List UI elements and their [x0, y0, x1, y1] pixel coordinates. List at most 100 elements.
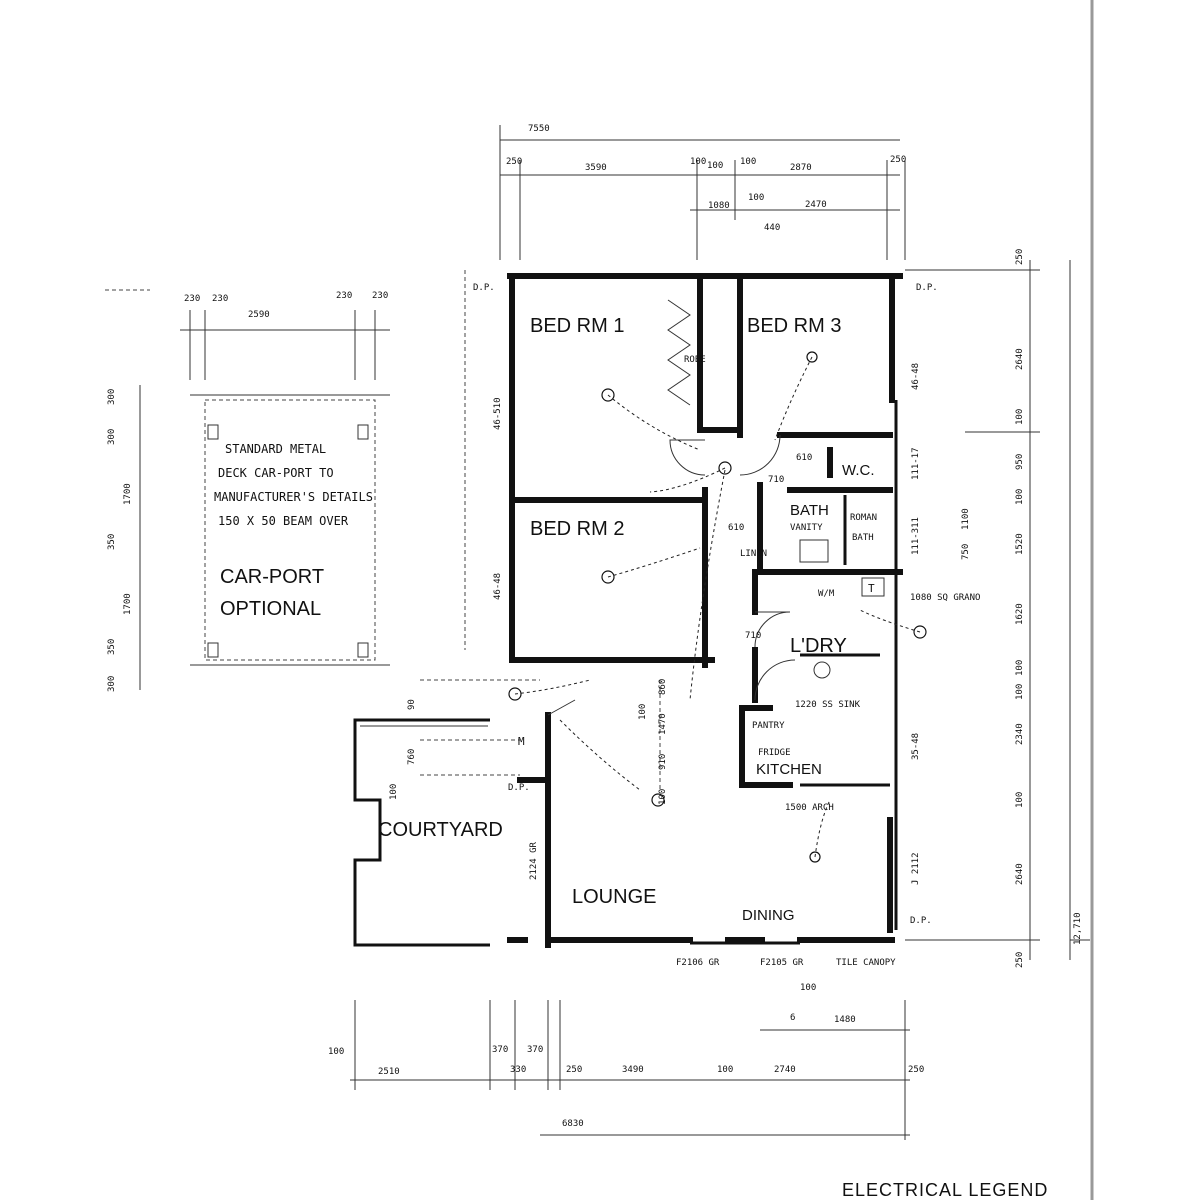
room-label-laundry: L'DRY: [790, 635, 847, 657]
dimension-value: 350: [107, 534, 117, 550]
dimension-value: 100: [1015, 792, 1025, 808]
dimension-value: 12,710: [1073, 912, 1083, 945]
room-label-kitchen: KITCHEN: [756, 761, 822, 778]
window-annotation: 111-17: [911, 447, 921, 480]
dimension-value: 2640: [1015, 863, 1025, 885]
window-annotation: 2124 GR: [529, 841, 539, 880]
grano-annotation: 1080 SQ GRANO: [910, 593, 980, 603]
window-annotation: J 2112: [911, 852, 921, 885]
laundry-tub: [861, 577, 885, 597]
dimension-value: 300: [107, 429, 117, 445]
dimension-value: 440: [764, 223, 780, 233]
dimension-value: 250: [890, 155, 906, 165]
downpipe-label: D.P.: [910, 916, 932, 926]
dimension-value: 250: [566, 1065, 582, 1075]
dimension-value: 950: [1015, 454, 1025, 470]
dimension-value: 100: [638, 704, 648, 720]
dimension-value: 1620: [1015, 603, 1025, 625]
dimension-value: 2510: [378, 1067, 400, 1077]
dimension-value: 100: [1015, 660, 1025, 676]
house-walls: [507, 273, 903, 948]
door-swings: [547, 434, 796, 716]
room-label-fridge: FRIDGE: [758, 748, 791, 758]
vanity-unit: [799, 539, 829, 563]
room-label-lounge: LOUNGE: [572, 886, 656, 908]
dimension-value: 1470: [658, 713, 668, 735]
room-label-roman: ROMAN: [850, 513, 877, 523]
dimension-value: 1520: [1015, 533, 1025, 555]
dimension-value: 300: [107, 389, 117, 405]
room-label-carport: CAR-PORT: [220, 566, 324, 588]
room-label-bed-2: BED RM 2: [530, 518, 624, 540]
dimension-value: 100: [800, 983, 816, 993]
room-label-vanity: VANITY: [790, 523, 823, 533]
dimension-value: 7550: [528, 124, 550, 134]
hot-water-unit: [813, 661, 831, 679]
window-annotation: F2105 GR: [760, 958, 804, 968]
room-label-courtyard: COURTYARD: [378, 819, 503, 841]
canopy-annotation: TILE CANOPY: [836, 958, 896, 968]
dimension-value: 370: [527, 1045, 543, 1055]
door-width: 610: [728, 523, 744, 533]
dimension-value: 100: [707, 161, 723, 171]
courtyard-walls: [353, 718, 490, 947]
dimension-value: 300: [107, 676, 117, 692]
room-label-linen: LINEN: [740, 549, 767, 559]
meter-box-label: M: [518, 735, 525, 748]
dimension-value: 100: [740, 157, 756, 167]
dimension-value: 2640: [1015, 348, 1025, 370]
dimension-value: 1480: [834, 1015, 856, 1025]
dimension-value: 350: [107, 639, 117, 655]
laundry-tub-label: T: [868, 582, 875, 595]
window-annotation: 46-48: [493, 573, 503, 600]
dimension-value: 100: [1015, 489, 1025, 505]
carport-note-line: 150 X 50 BEAM OVER: [218, 514, 349, 528]
dimension-value: 2590: [248, 310, 270, 320]
dimension-value: 90: [407, 699, 417, 710]
dimension-value: 230: [336, 291, 352, 301]
room-label-dining: DINING: [742, 907, 795, 924]
light-point: [651, 793, 665, 807]
sink-annotation: 1220 SS SINK: [795, 700, 861, 710]
room-label-wc: W.C.: [842, 462, 875, 479]
dimension-value: 250: [1015, 952, 1025, 968]
dimension-value: 860: [658, 679, 668, 695]
dimension-labels: 7550 250 3590 100 100 100 2870 250 1080 …: [107, 124, 1083, 1129]
dimension-value: 100: [1015, 409, 1025, 425]
downpipe-label: D.P.: [508, 783, 530, 793]
carport-outline: [190, 394, 390, 666]
dimension-value: 910: [658, 754, 668, 770]
window-annotation: 46-48: [911, 363, 921, 390]
carport-note-line: DECK CAR-PORT TO: [218, 466, 334, 480]
door-width: 610: [796, 453, 812, 463]
dimension-value: 2340: [1015, 723, 1025, 745]
dimension-lines: [105, 125, 1090, 1140]
room-label-bed-3: BED RM 3: [747, 315, 841, 337]
dimension-value: 750: [961, 544, 971, 560]
dimension-value: 100: [1015, 684, 1025, 700]
dimension-value: 100: [717, 1065, 733, 1075]
washing-machine-label: W/M: [818, 589, 835, 599]
arch-annotation: 1500 ARCH: [785, 803, 834, 813]
downpipe-label: D.P.: [473, 283, 495, 293]
dimension-value: 2470: [805, 200, 827, 210]
dimension-value: 100: [658, 789, 668, 805]
dimension-value: 6830: [562, 1119, 584, 1129]
dimension-value: 330: [510, 1065, 526, 1075]
dimension-value: 100: [328, 1047, 344, 1057]
dimension-value: 1100: [961, 508, 971, 530]
dimension-value: 100: [690, 157, 706, 167]
room-label-bed-1: BED RM 1: [530, 315, 624, 337]
room-label-robe: ROBE: [684, 355, 706, 365]
electrical-lights: [508, 351, 927, 863]
dimension-value: 100: [748, 193, 764, 203]
dimension-value: 230: [212, 294, 228, 304]
dimension-value: 370: [492, 1045, 508, 1055]
window-annotation: 111-311: [911, 517, 921, 555]
room-label-optional: OPTIONAL: [220, 598, 321, 620]
dimension-value: 230: [184, 294, 200, 304]
electrical-legend-title: ELECTRICAL LEGEND: [842, 1180, 1048, 1200]
room-label-roman-bath: BATH: [852, 533, 874, 543]
room-label-pantry: PANTRY: [752, 721, 785, 731]
